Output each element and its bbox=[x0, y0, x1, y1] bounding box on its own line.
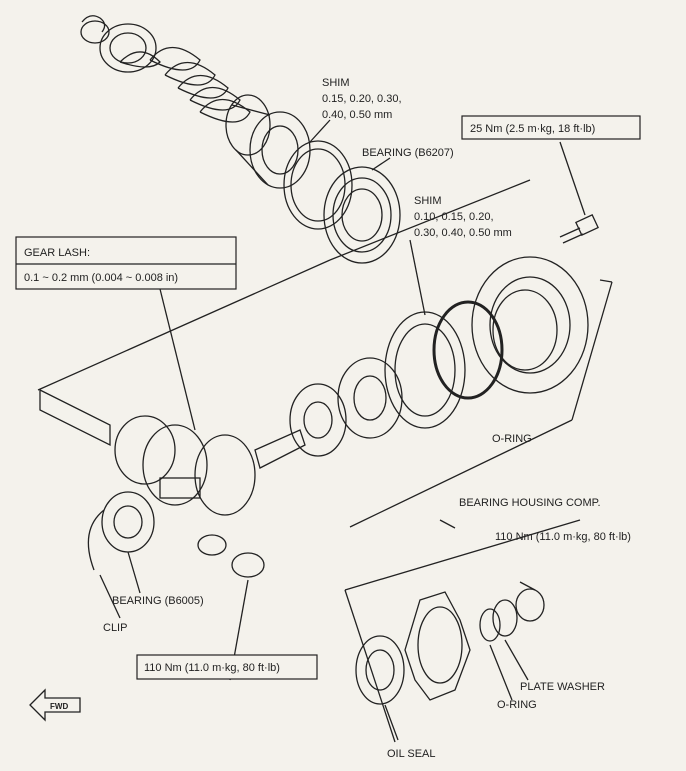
nut-shape bbox=[231, 552, 265, 578]
bolt-shape bbox=[559, 213, 599, 244]
torque-nut-label: 110 Nm (11.0 m·kg, 80 ft·lb) bbox=[144, 662, 280, 674]
gear-lash-title: GEAR LASH: bbox=[24, 247, 90, 259]
gear-lash-value: 0.1 ~ 0.2 mm (0.004 ~ 0.008 in) bbox=[24, 272, 178, 284]
torque-nut-box bbox=[136, 654, 318, 680]
o-ring-low-label: O-RING bbox=[497, 699, 537, 711]
shaft-and-gears bbox=[39, 388, 306, 516]
oil-seal-label: OIL SEAL bbox=[387, 748, 436, 760]
fwd-arrow-shape bbox=[29, 688, 81, 722]
splined-collar-shape bbox=[289, 383, 347, 457]
torque-flange-label: 110 Nm (11.0 m·kg, 80 ft·lb) bbox=[495, 531, 631, 543]
mid-shim-shape bbox=[384, 311, 466, 429]
oil-seal-shape bbox=[355, 635, 405, 705]
gear-lash-box bbox=[15, 236, 237, 290]
torque-bolt-box bbox=[461, 115, 641, 140]
clip-label: CLIP bbox=[103, 622, 127, 634]
shim-top-title: SHIM bbox=[322, 77, 350, 89]
top-shim-ring bbox=[283, 140, 353, 230]
clip-shape bbox=[87, 509, 105, 571]
o-ring-mid-label: O-RING bbox=[492, 433, 532, 445]
flange-shape bbox=[404, 591, 471, 701]
plate-washer-shape bbox=[492, 599, 518, 637]
o-ring-mid-shape bbox=[432, 300, 504, 400]
bearing-b6005-shape bbox=[101, 491, 155, 553]
bearing-housing-label: BEARING HOUSING COMP. bbox=[459, 497, 601, 509]
bearing-b6207-label: BEARING (B6207) bbox=[362, 147, 454, 159]
torque-bolt-label: 25 Nm (2.5 m·kg, 18 ft·lb) bbox=[470, 123, 595, 135]
o-ring-low-shape bbox=[479, 608, 501, 642]
shim-mid-line1: 0.10, 0.15, 0.20, bbox=[414, 211, 494, 223]
shim-top-line2: 0.40, 0.50 mm bbox=[322, 109, 392, 121]
bearing-housing-shape bbox=[471, 256, 589, 394]
shim-mid-line2: 0.30, 0.40, 0.50 mm bbox=[414, 227, 512, 239]
bearing-b6005-label: BEARING (B6005) bbox=[112, 595, 204, 607]
plate-washer-label: PLATE WASHER bbox=[520, 681, 605, 693]
top-spring-assembly bbox=[80, 15, 311, 189]
bearing-b6207-shape bbox=[323, 166, 401, 264]
fwd-label: FWD bbox=[50, 702, 68, 711]
flange-nut-shape bbox=[515, 588, 545, 622]
washer-shape bbox=[197, 534, 227, 556]
mid-bearing-shape bbox=[337, 357, 403, 439]
shim-top-line1: 0.15, 0.20, 0.30, bbox=[322, 93, 402, 105]
shim-mid-title: SHIM bbox=[414, 195, 442, 207]
